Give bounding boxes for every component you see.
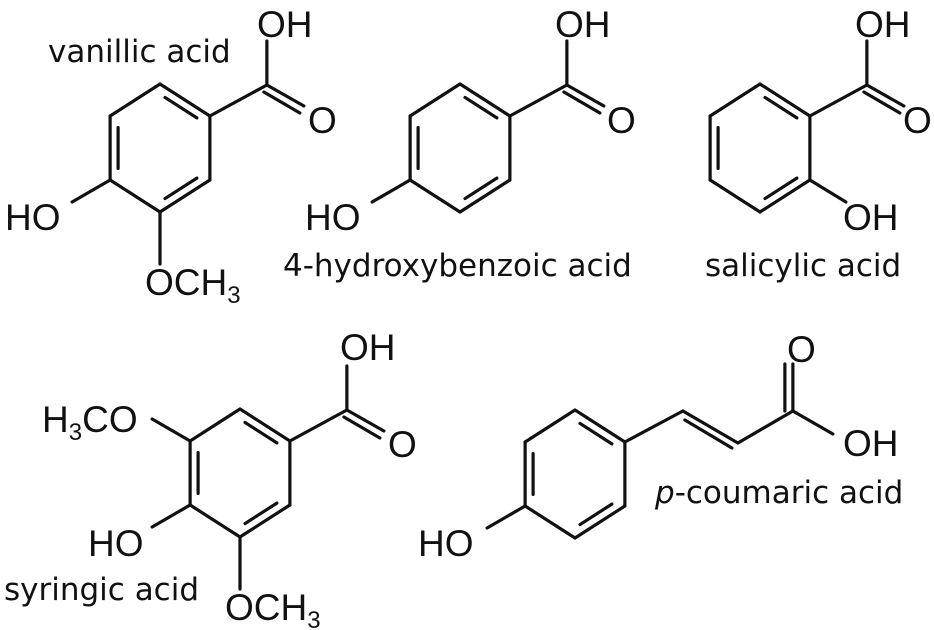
vanillic-acid-label: vanillic acid (48, 34, 231, 70)
salicylic-acid-structure: OH O OH salicylic acid (705, 4, 932, 284)
syringic-bond (288, 408, 349, 443)
vanillic-ring-bond (158, 82, 212, 118)
hydroxybenzoic-ring-bond (458, 82, 512, 118)
syringic-h3co-bond (150, 417, 192, 443)
coumaric-alkene-double-bond (683, 418, 734, 450)
hydroxybenzoic-ring-bond (458, 178, 512, 214)
vanillic-ring-bond (108, 178, 162, 214)
coumaric-ring-bond (573, 408, 627, 444)
salicylic-acid-label: salicylic acid (705, 248, 901, 284)
syringic-ho-label: HO (88, 523, 144, 564)
coumaric-o-label: O (787, 329, 816, 370)
hydroxybenzoic-ring-bond (408, 82, 462, 118)
syringic-ring-bond (238, 407, 292, 443)
hydroxybenzoic-c-o-double-bond (562, 90, 602, 115)
vanillic-ring-bond (158, 178, 212, 214)
hydroxybenzoic-inner-double-bond (463, 176, 499, 201)
coumaric-c-oh-bond (791, 409, 835, 436)
syringic-och3-label: OCH3 (225, 587, 321, 630)
coumaric-chain-bond (736, 409, 795, 445)
hydroxybenzoic-c-o-bond (565, 83, 606, 108)
syringic-o-label: O (388, 424, 417, 465)
hydroxybenzoic-oh-label: OH (555, 4, 611, 45)
hydroxybenzoic-inner-double-bond (463, 95, 499, 120)
hydroxybenzoic-ho-bond (370, 178, 412, 204)
coumaric-ring-bond (573, 504, 627, 540)
vanillic-och3-label: OCH3 (145, 262, 241, 309)
coumaric-ho-bond (485, 504, 527, 530)
coumaric-inner-double-bond (578, 502, 614, 527)
syringic-h3co-label: H3CO (42, 399, 138, 446)
salicylic-ring-bond (758, 178, 812, 214)
salicylic-inner-double-bond (763, 95, 799, 120)
hydroxybenzoic-o-label: O (607, 100, 636, 141)
vanillic-c-o-double-bond (262, 90, 302, 115)
vanillic-ring-bond (108, 82, 162, 118)
salicylic-oh2-label: OH (843, 197, 899, 238)
syringic-inner-double-bond (243, 501, 279, 526)
salicylic-c-o-bond (865, 83, 906, 108)
salicylic-bond (808, 83, 869, 118)
salicylic-c-o-double-bond (862, 90, 902, 115)
vanillic-ho-bond (70, 178, 112, 204)
hydroxybenzoic-ho-label: HO (305, 197, 361, 238)
vanillic-inner-double-bond (163, 95, 199, 120)
salicylic-ring-bond (708, 82, 762, 118)
hydroxybenzoic-acid-label: 4-hydroxybenzoic acid (283, 248, 632, 284)
syringic-c-o-double-bond (342, 415, 382, 440)
coumaric-alkene-bond (681, 409, 740, 445)
vanillic-c-o-bond (265, 83, 306, 108)
syringic-ho-bond (150, 503, 192, 529)
hydroxybenzoic-bond (508, 83, 569, 118)
coumaric-inner-double-bond (578, 421, 614, 446)
hydroxybenzoic-ring-bond (408, 178, 462, 214)
coumaric-ring-bond (523, 408, 577, 444)
vanillic-inner-double-bond (163, 176, 199, 201)
syringic-ring-bond (238, 503, 292, 539)
bond-lines (70, 39, 906, 591)
syringic-oh-label: OH (340, 327, 396, 368)
hydroxybenzoic-acid-structure: OH O HO 4-hydroxybenzoic acid (283, 4, 636, 284)
salicylic-oh-bond (808, 178, 848, 204)
salicylic-inner-double-bond (763, 176, 799, 201)
salicylic-o-label: O (903, 100, 932, 141)
syringic-ring-bond (188, 503, 242, 539)
vanillic-o-label: O (308, 100, 337, 141)
syringic-ring-bond (188, 407, 242, 443)
vanillic-ho-label: HO (5, 197, 61, 238)
syringic-acid-label: syringic acid (4, 572, 199, 608)
salicylic-ring-bond (708, 178, 762, 214)
vanillic-bond (208, 83, 269, 118)
coumaric-chain-bond (623, 409, 685, 444)
vanillic-oh-label: OH (257, 4, 313, 45)
syringic-c-o-bond (345, 408, 386, 433)
coumaric-oh-label: OH (843, 423, 899, 464)
p-coumaric-acid-label: p-coumaric acid (654, 475, 903, 511)
p-coumaric-acid-structure: O OH HO p-coumaric acid (418, 329, 903, 564)
vanillic-acid-structure: vanillic acid OH O HO OCH3 (5, 4, 337, 309)
syringic-acid-structure: OH O H3CO HO syringic acid OCH3 (4, 327, 417, 630)
coumaric-ring-bond (523, 504, 577, 540)
coumaric-ho-label: HO (418, 523, 474, 564)
syringic-inner-double-bond (243, 420, 279, 445)
salicylic-oh-label: OH (855, 4, 911, 45)
salicylic-ring-bond (758, 82, 812, 118)
